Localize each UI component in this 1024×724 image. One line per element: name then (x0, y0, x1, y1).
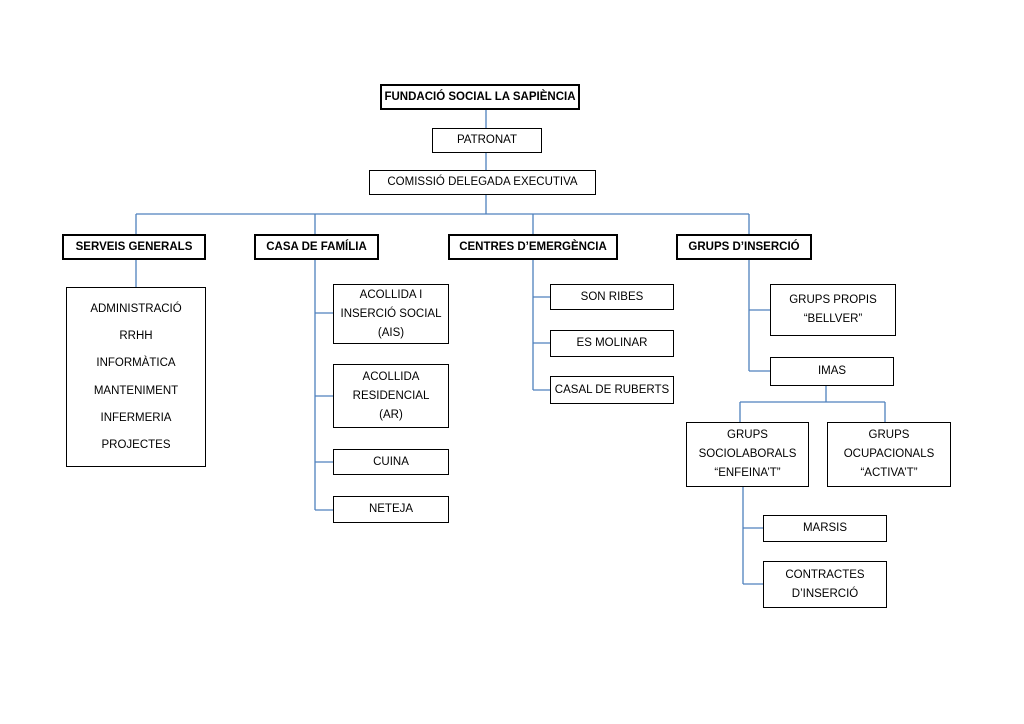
imas-node: IMAS (770, 357, 894, 386)
insertion-contracts-node: CONTRACTES D’INSERCIÓ (763, 561, 887, 608)
own-groups-node: GRUPS PROPIS “BELLVER” (770, 284, 896, 336)
casal-ruberts-node: CASAL DE RUBERTS (550, 376, 674, 404)
family-house-node: CASA DE FAMÍLIA (254, 234, 379, 260)
root-node: FUNDACIÓ SOCIAL LA SAPIÈNCIA (380, 84, 580, 110)
kitchen-node: CUINA (333, 449, 449, 475)
list-item: PROJECTES (101, 438, 171, 451)
son-ribes-node: SON RIBES (550, 284, 674, 310)
insertion-groups-node: GRUPS D’INSERCIÓ (676, 234, 812, 260)
occupational-groups-node: GRUPS OCUPACIONALS “ACTIVA’T” (827, 422, 951, 487)
es-molinar-node: ES MOLINAR (550, 330, 674, 357)
cleaning-node: NETEJA (333, 496, 449, 523)
marsis-node: MARSIS (763, 515, 887, 542)
list-item: RRHH (119, 330, 153, 343)
board-node: PATRONAT (432, 128, 542, 153)
list-item: MANTENIMENT (93, 384, 179, 397)
ar-node: ACOLLIDA RESIDENCIAL (AR) (333, 364, 449, 428)
executive-committee-node: COMISSIÓ DELEGADA EXECUTIVA (369, 170, 596, 195)
list-item: INFERMERIA (100, 411, 172, 424)
list-item: ADMINISTRACIÓ (90, 303, 182, 316)
ais-node: ACOLLIDA I INSERCIÓ SOCIAL (AIS) (333, 284, 449, 344)
list-item: INFORMÀTICA (96, 357, 176, 370)
general-services-list: ADMINISTRACIÓ RRHH INFORMÀTICA MANTENIME… (66, 287, 206, 467)
sociolabour-groups-node: GRUPS SOCIOLABORALS “ENFEINA’T” (686, 422, 809, 487)
emergency-centres-node: CENTRES D’EMERGÈNCIA (448, 234, 618, 260)
general-services-node: SERVEIS GENERALS (62, 234, 206, 260)
